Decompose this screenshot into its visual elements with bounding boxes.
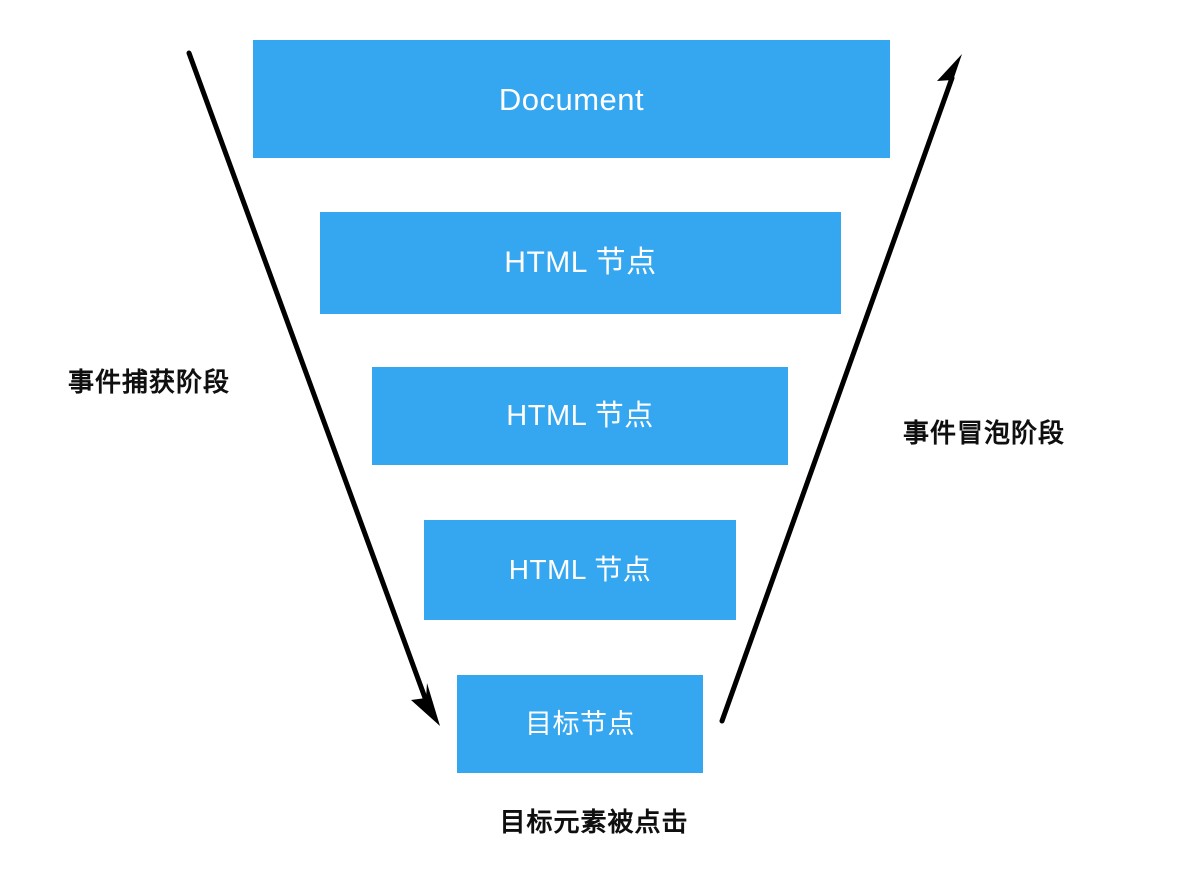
capture-phase-label: 事件捕获阶段 — [68, 367, 231, 397]
bubble-phase-label: 事件冒泡阶段 — [903, 418, 1066, 448]
node-bar-label: 目标节点 — [525, 708, 635, 739]
node-bar-html-level-3[interactable]: HTML 节点 — [372, 367, 788, 465]
node-bar-label: HTML 节点 — [506, 399, 654, 432]
diagram-caption: 目标元素被点击 — [499, 807, 689, 837]
node-bar-html-level-4[interactable]: HTML 节点 — [424, 520, 736, 620]
node-bar-label: HTML 节点 — [508, 554, 652, 585]
node-bar-label: Document — [498, 81, 645, 117]
node-bar-document[interactable]: Document — [253, 40, 890, 158]
node-bar-target[interactable]: 目标节点 — [457, 675, 703, 773]
node-bar-label: HTML 节点 — [504, 246, 657, 279]
node-bar-html-level-2[interactable]: HTML 节点 — [320, 212, 841, 314]
